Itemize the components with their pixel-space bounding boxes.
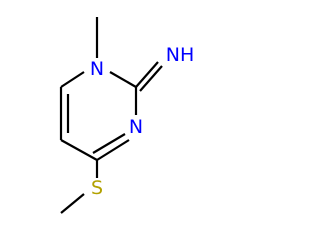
bond-s-methyl <box>60 193 85 214</box>
bond-n3-c4-b <box>92 133 126 154</box>
bond-c4-c5 <box>60 139 98 161</box>
bond-n1-c2 <box>109 71 137 88</box>
structure-diagram: N NH N S <box>59 17 195 214</box>
s-label: S <box>91 177 103 199</box>
n3-label: N <box>129 116 143 138</box>
bond-n3-c4-a <box>96 139 130 161</box>
molecule-drawing: N NH N S <box>59 17 195 214</box>
imine-nh-label: NH <box>166 44 195 66</box>
bond-c2-imine-b <box>139 65 163 92</box>
n1-label: N <box>90 58 104 80</box>
bond-c2-imine-a <box>135 61 159 88</box>
bond-c6-n1 <box>60 71 85 88</box>
